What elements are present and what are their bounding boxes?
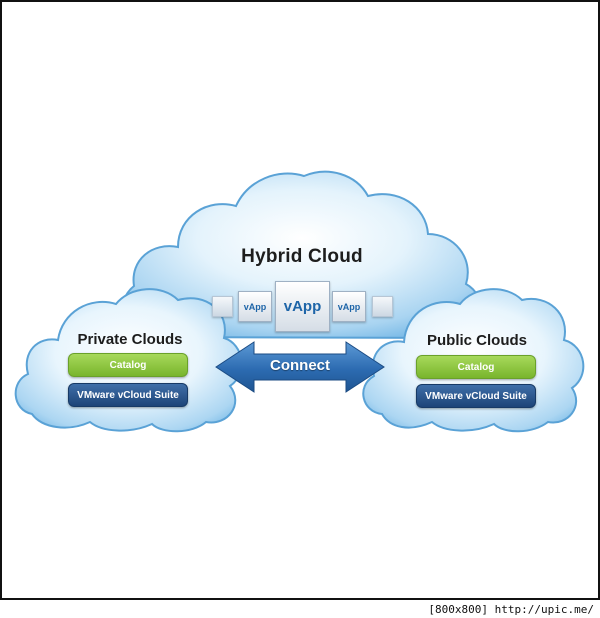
vapp-tile-left: vApp [238, 291, 272, 322]
vapp-placeholder-tile-right [372, 296, 393, 317]
vapp-tile-right: vApp [332, 291, 366, 322]
image-watermark: [800x800] http://upic.me/ [428, 603, 594, 616]
connect-arrow [215, 341, 385, 393]
connect-label: Connect [270, 357, 330, 374]
vapp-placeholder-tile-left [212, 296, 233, 317]
public-clouds-title: Public Clouds [426, 332, 527, 349]
image-frame: Hybrid Cloud vApp vApp vApp Private Clou… [0, 0, 600, 600]
hybrid-cloud-diagram: Hybrid Cloud vApp vApp vApp Private Clou… [2, 2, 598, 598]
private-clouds-title: Private Clouds [77, 331, 183, 348]
private-vcloud-suite-pill: VMware vCloud Suite [68, 383, 188, 407]
public-catalog-pill: Catalog [416, 355, 536, 379]
public-vcloud-suite-pill: VMware vCloud Suite [416, 384, 536, 408]
vapp-tile-center: vApp [275, 281, 330, 332]
hybrid-cloud-title: Hybrid Cloud [241, 246, 363, 267]
private-catalog-pill: Catalog [68, 353, 188, 377]
